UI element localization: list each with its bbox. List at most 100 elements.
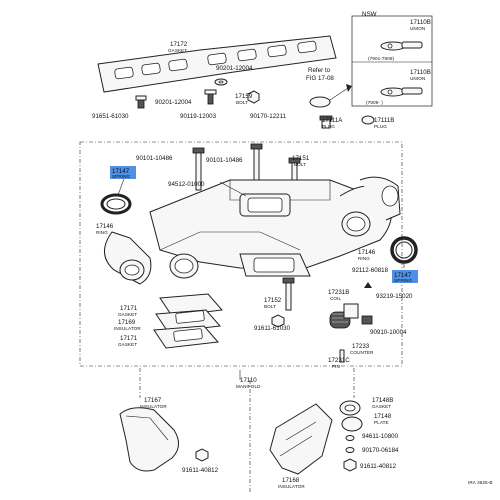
label-gasket-171: GASKET [118,312,137,317]
part-90910 [361,315,373,325]
label-insulator-169: INSULATOR [114,326,141,331]
stud-91651 [135,95,147,109]
label-coil: COIL [330,296,341,301]
label-17231c: 17231C [328,357,350,364]
label-90170-06184: 90170-06184 [362,447,399,454]
label-90170-12211: 90170-12211 [250,113,287,120]
label-plug-b: PLUG [374,124,387,129]
label-17167: 17167 [144,397,162,404]
nut-91611-40812-b [343,458,357,472]
union-fitting-1 [380,41,423,51]
highlight-17147-right [392,270,418,283]
plug-17111b [361,115,375,125]
label-gasket-top: GASKET [168,48,187,53]
label-spring-left: SPRING [112,174,131,179]
label-gasket-171b: GASKET [118,342,137,347]
ring-17146-left [100,193,132,215]
label-17171: 17171 [120,305,138,312]
washer-94611 [345,435,355,441]
label-91611-40812-a: 91611-40812 [182,467,219,474]
label-17147-left: 17147 [112,168,130,175]
label-90101-10486-b: 90101-10486 [206,157,243,164]
label-17172: 17172 [170,41,188,48]
label-17111a: 17111A [322,117,343,124]
plate-17148 [341,416,363,432]
label-17169: 17169 [118,319,136,326]
assembly-frame [79,141,403,367]
label-insulator-167: INSULATOR [140,404,167,409]
label-bolt-17152: BOLT [264,304,276,309]
nsw-box: NSW [351,11,433,107]
label-17159: 17159 [235,93,253,100]
label-90201-12004-a: 90201-12004 [216,65,253,72]
label-91611-61030: 91611-61030 [254,325,291,332]
label-range-1: (7901-7909) [368,56,394,61]
counter-17233 [343,303,359,319]
label-range-2: (7909- ) [366,100,383,105]
label-17110b-2: 17110B [410,69,431,76]
label-17147-right: 17147 [394,272,412,279]
label-17146-left: 17146 [96,223,114,230]
nut-91611 [271,314,285,328]
label-union-1: UNION [410,26,425,31]
label-17152: 17152 [264,297,282,304]
insulator-17167 [119,407,179,472]
label-91611-40812-b: 91611-40812 [360,463,397,470]
label-17168: 17168 [282,477,300,484]
gasket-17172 [97,35,337,93]
label-plate: PLATE [374,420,389,425]
label-pin: PIN [332,364,340,369]
label-17151: 17151 [292,155,310,162]
plug-17111a [319,115,333,129]
label-90101-10486-a: 90101-10486 [136,155,173,162]
label-17146-right: 17146 [358,249,376,256]
nsw-label: NSW [362,11,377,18]
gasket-stack [153,293,224,349]
insulator-17168 [269,403,333,475]
gasket-17148b [339,400,361,416]
label-17110: 17110 [240,377,257,384]
pin-17231c [339,349,345,363]
label-92112-60818: 92112-60818 [352,267,389,274]
figure-code: IRA 3625-B [468,480,493,485]
ring-17146-right [390,236,418,264]
left-elbow [104,231,199,285]
label-17148: 17148 [374,413,392,420]
label-17233: 17233 [352,343,370,350]
label-91651-61030: 91651-61030 [92,113,129,120]
nut-90170 [247,90,260,104]
label-manifold: MANIFOLD [236,384,261,389]
label-17171-b: 17171 [120,335,138,342]
nut-91611-40812-a [195,448,209,462]
washer-90170-06184 [345,447,355,453]
union-fitting-2 [380,87,423,97]
label-17231b: 17231B [328,289,349,296]
refer-connector [309,84,352,108]
label-17111b: 17111B [374,117,394,124]
leader-lines [117,178,405,492]
label-counter: COUNTER [350,350,374,355]
bolt-17152 [282,277,295,311]
label-plug-a: PLUG [322,124,335,129]
label-90119-12003: 90119-12003 [180,113,217,120]
label-94611-10800: 94611-10800 [362,433,399,440]
label-90201-12004-b: 90201-12004 [155,99,192,106]
label-union-2: UNION [410,76,425,81]
label-bolt-17159: BOLT [236,100,248,105]
label-refer-2: FIG 17-08 [306,75,334,82]
label-17110b-1: 17110B [410,19,431,26]
label-ring-right: RING [358,256,370,261]
label-17148b: 17148B [372,397,393,404]
label-insulator-168: INSULATOR [278,484,305,489]
washer-90201 [214,78,228,86]
manifold-17110 [149,176,401,277]
label-90910-10004: 90910-10004 [370,329,407,336]
label-ring-left: RING [96,230,108,235]
label-bolt-17151: BOLT [294,162,306,167]
highlight-17147-left [110,166,136,179]
label-93219-15020: 93219-15020 [376,293,413,300]
bolt-90101-a [192,147,205,191]
label-refer-1: Refer to [308,67,331,74]
label-94512-01000: 94512-01000 [168,181,205,188]
